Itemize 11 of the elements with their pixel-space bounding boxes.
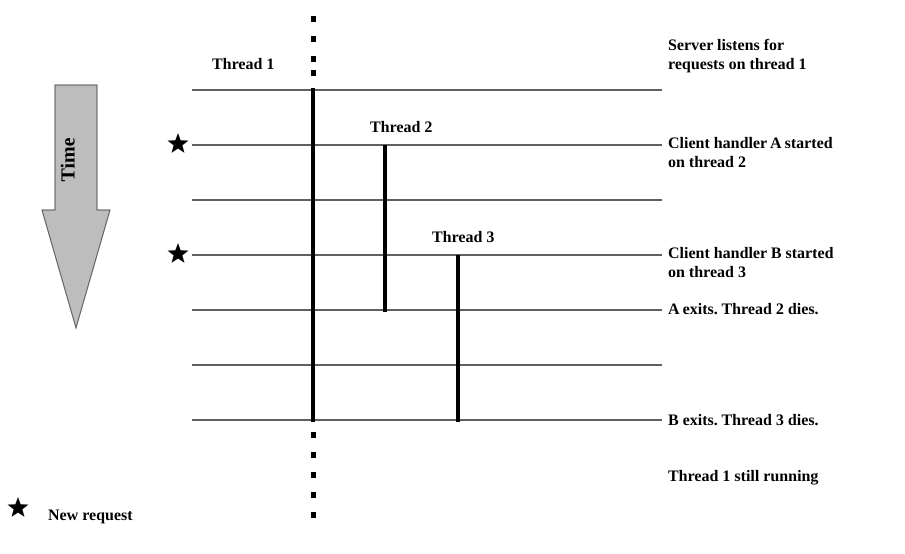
- legend-text: New request: [48, 506, 133, 525]
- thread-label: Thread 3: [432, 228, 494, 247]
- event-note: Server listens for requests on thread 1: [668, 36, 808, 74]
- event-note: Client handler B started on thread 3: [668, 244, 834, 282]
- thread-label: Thread 1: [212, 55, 274, 74]
- event-note: Client handler A started on thread 2: [668, 134, 834, 172]
- event-note: B exits. Thread 3 dies.: [668, 411, 819, 430]
- axis-label: Time: [60, 137, 79, 182]
- thread-label: Thread 2: [370, 118, 432, 137]
- event-note: A exits. Thread 2 dies.: [668, 300, 819, 319]
- event-note: Thread 1 still running: [668, 467, 818, 486]
